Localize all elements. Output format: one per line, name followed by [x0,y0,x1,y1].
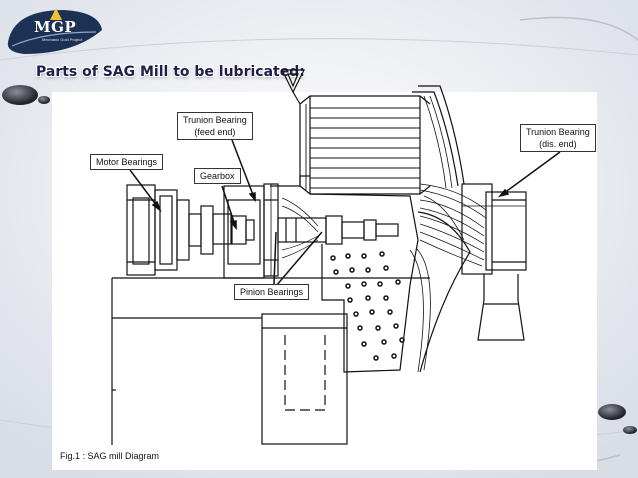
mill-shell [299,95,431,195]
discharge-head [409,85,471,373]
feed-trunnion [270,69,310,187]
leader-trunion-dis [499,151,561,197]
label-gearbox: Gearbox [194,168,241,184]
figure-caption: Fig.1 : SAG mill Diagram [60,451,160,461]
grinding-balls [330,251,405,361]
gearbox [212,183,279,279]
label-pinion-bearings: Pinion Bearings [234,284,310,300]
decorative-orb-small [623,426,637,434]
slide-title: Parts of SAG Mill to be lubricated: [36,64,305,80]
label-trunion-dis-line1: Trunion Bearing [526,127,590,137]
logo-text: MGP [34,18,77,36]
discharge-liners [419,183,487,267]
logo-subtitle: Mechanic Gold Project [42,37,83,42]
logo-swoosh [7,8,102,54]
decorative-orb-small [38,96,50,104]
leader-trunion-feed [231,139,256,201]
mill-interior [281,193,419,373]
pinion-shaft [277,215,399,245]
motor [126,184,214,276]
foundation [111,277,430,445]
mgp-logo: MGP Mechanic Gold Project [4,2,104,56]
label-trunion-dis: Trunion Bearing (dis. end) [520,124,596,152]
decorative-orb [598,404,626,420]
label-trunion-dis-line2: (dis. end) [539,139,577,149]
label-trunion-feed-line2: (feed end) [194,127,236,137]
shell-liners [305,104,420,190]
leader-pinion-2 [275,231,323,287]
label-trunion-feed: Trunion Bearing (feed end) [177,112,253,140]
decorative-orb [2,85,38,105]
label-trunion-feed-line1: Trunion Bearing [183,115,247,125]
leader-pinion-1 [273,231,277,285]
leader-lines [129,139,561,287]
label-motor-bearings: Motor Bearings [90,154,164,170]
